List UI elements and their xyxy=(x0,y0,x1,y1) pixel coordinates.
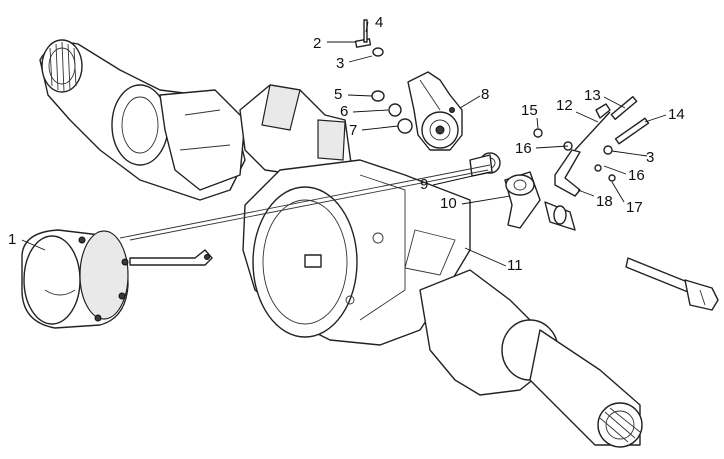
drive-shaft xyxy=(544,201,719,311)
callout-4: 4 xyxy=(375,14,383,31)
callout-3-right: 3 xyxy=(646,149,654,166)
connecting-rod xyxy=(119,164,491,241)
callout-14: 14 xyxy=(668,106,685,123)
callout-8: 8 xyxy=(481,86,489,103)
callout-17: 17 xyxy=(626,199,643,216)
callout-11: 11 xyxy=(507,257,523,274)
left-axle-arm xyxy=(39,39,246,201)
leader-lines xyxy=(21,21,667,267)
callout-3-upper: 3 xyxy=(336,55,344,72)
callout-2: 2 xyxy=(313,35,321,52)
differential-housing xyxy=(242,159,471,346)
slack-adjuster xyxy=(407,71,463,151)
callout-10: 10 xyxy=(440,195,457,212)
callout-12: 12 xyxy=(556,97,573,114)
right-axle-arm xyxy=(419,269,643,448)
callout-labels: 1 2 3 3 4 5 6 7 8 9 10 11 12 13 14 15 16… xyxy=(8,14,685,274)
clevis-link xyxy=(504,171,541,229)
callout-16-left: 16 xyxy=(515,140,532,157)
callout-5: 5 xyxy=(334,86,342,103)
callout-15: 15 xyxy=(521,102,538,119)
callout-9: 9 xyxy=(420,176,428,193)
callout-6: 6 xyxy=(340,103,348,120)
callout-16-right: 16 xyxy=(628,167,645,184)
callout-7: 7 xyxy=(349,122,357,139)
callout-1: 1 xyxy=(8,231,16,248)
brake-chamber xyxy=(21,229,213,329)
callout-18: 18 xyxy=(596,193,613,210)
callout-13: 13 xyxy=(584,87,601,104)
